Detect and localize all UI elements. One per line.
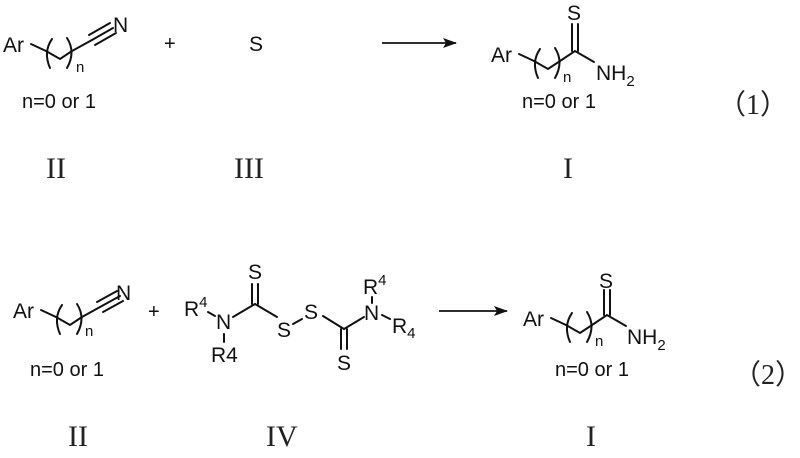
n-condition: n=0 or 1 <box>522 91 596 113</box>
equation-number-1: （1） <box>718 89 788 121</box>
sulfur-link-1: S <box>277 319 291 342</box>
bond <box>40 309 57 318</box>
compound-label-IV: IV <box>266 420 298 453</box>
r4-right-top: R4 <box>363 272 387 299</box>
n-subscript: n <box>85 323 93 340</box>
bond <box>518 53 535 62</box>
disulfide-bond <box>292 318 303 325</box>
thiocarbonyl-double-bond <box>603 289 611 316</box>
bond <box>232 303 256 318</box>
plus-sign: + <box>148 301 160 323</box>
compound-label-I: I <box>586 420 596 453</box>
sulfur-atom: S <box>567 2 581 25</box>
bond <box>343 316 365 330</box>
left-paren <box>56 304 63 335</box>
ar-label: Ar <box>523 308 544 331</box>
scheme-2: Ar n N n=0 or 1 + R4 N R4 <box>13 261 800 453</box>
nitrogen-right: N <box>364 302 379 325</box>
sulfur-reactant: S <box>249 33 263 56</box>
compound-label-I: I <box>563 152 573 185</box>
triple-bond <box>96 290 124 313</box>
sulfur-bottom: S <box>337 352 351 375</box>
r4-right: R4 <box>392 315 416 342</box>
n-subscript: n <box>563 69 571 86</box>
nitrogen-atom: N <box>116 282 131 305</box>
methylene-bond <box>55 316 83 327</box>
bond <box>207 311 216 317</box>
bond <box>322 315 345 330</box>
amine-group: NH2 <box>627 326 666 354</box>
bond <box>381 314 391 320</box>
product-thioamide-1: Ar n S NH2 n=0 or 1 <box>491 2 635 113</box>
right-paren <box>554 47 561 79</box>
amine-group: NH2 <box>596 62 635 90</box>
sulfur-atom: S <box>599 270 613 293</box>
methylene-bond <box>45 50 73 61</box>
n-subscript: n <box>76 59 84 76</box>
sulfur-link-2: S <box>304 301 318 324</box>
left-paren <box>566 312 573 343</box>
reactant-nitrile-1: Ar n N n=0 or 1 <box>3 14 128 113</box>
bond <box>30 43 47 52</box>
right-paren <box>66 37 73 69</box>
ar-label: Ar <box>491 44 512 67</box>
left-paren <box>534 48 541 79</box>
plus-sign: + <box>164 33 176 55</box>
right-paren <box>586 311 593 343</box>
product-thioamide-2: Ar n S NH2 n=0 or 1 <box>523 270 666 381</box>
triple-bond <box>88 22 117 46</box>
equation-number-2: （2） <box>733 359 800 391</box>
ar-label: Ar <box>13 300 34 323</box>
nitrogen-atom: N <box>113 14 128 37</box>
scheme-1: Ar n N n=0 or 1 + S Ar n <box>3 2 788 185</box>
methylene-bond <box>533 60 561 71</box>
right-paren <box>76 303 83 335</box>
ar-label: Ar <box>3 34 24 57</box>
methylene-bond <box>565 324 593 335</box>
n-condition: n=0 or 1 <box>22 91 96 113</box>
thiocarbonyl-double-bond-right <box>340 328 348 350</box>
left-paren <box>46 38 53 69</box>
compound-label-II: II <box>68 420 88 453</box>
bond <box>81 306 101 318</box>
compound-label-II: II <box>46 152 66 185</box>
thiocarbonyl-double-bond-left <box>251 283 259 305</box>
bond <box>254 303 278 318</box>
bond <box>550 317 567 326</box>
thiocarbonyl-double-bond <box>571 23 579 52</box>
bond <box>71 39 93 52</box>
reactant-nitrile-2: Ar n N n=0 or 1 <box>13 282 131 381</box>
nitrogen-left: N <box>216 311 231 334</box>
compound-label-III: III <box>234 152 264 185</box>
n-subscript: n <box>595 333 603 350</box>
r4-left-bottom: R4 <box>211 344 238 367</box>
bond <box>559 49 595 63</box>
n-condition: n=0 or 1 <box>555 359 629 381</box>
bond <box>591 313 627 327</box>
n-condition: n=0 or 1 <box>30 359 104 381</box>
reactant-thiuram-disulfide: R4 N R4 S S S S N R4 <box>184 261 416 375</box>
sulfur-top: S <box>248 261 262 284</box>
r4-left-top: R4 <box>184 294 208 321</box>
